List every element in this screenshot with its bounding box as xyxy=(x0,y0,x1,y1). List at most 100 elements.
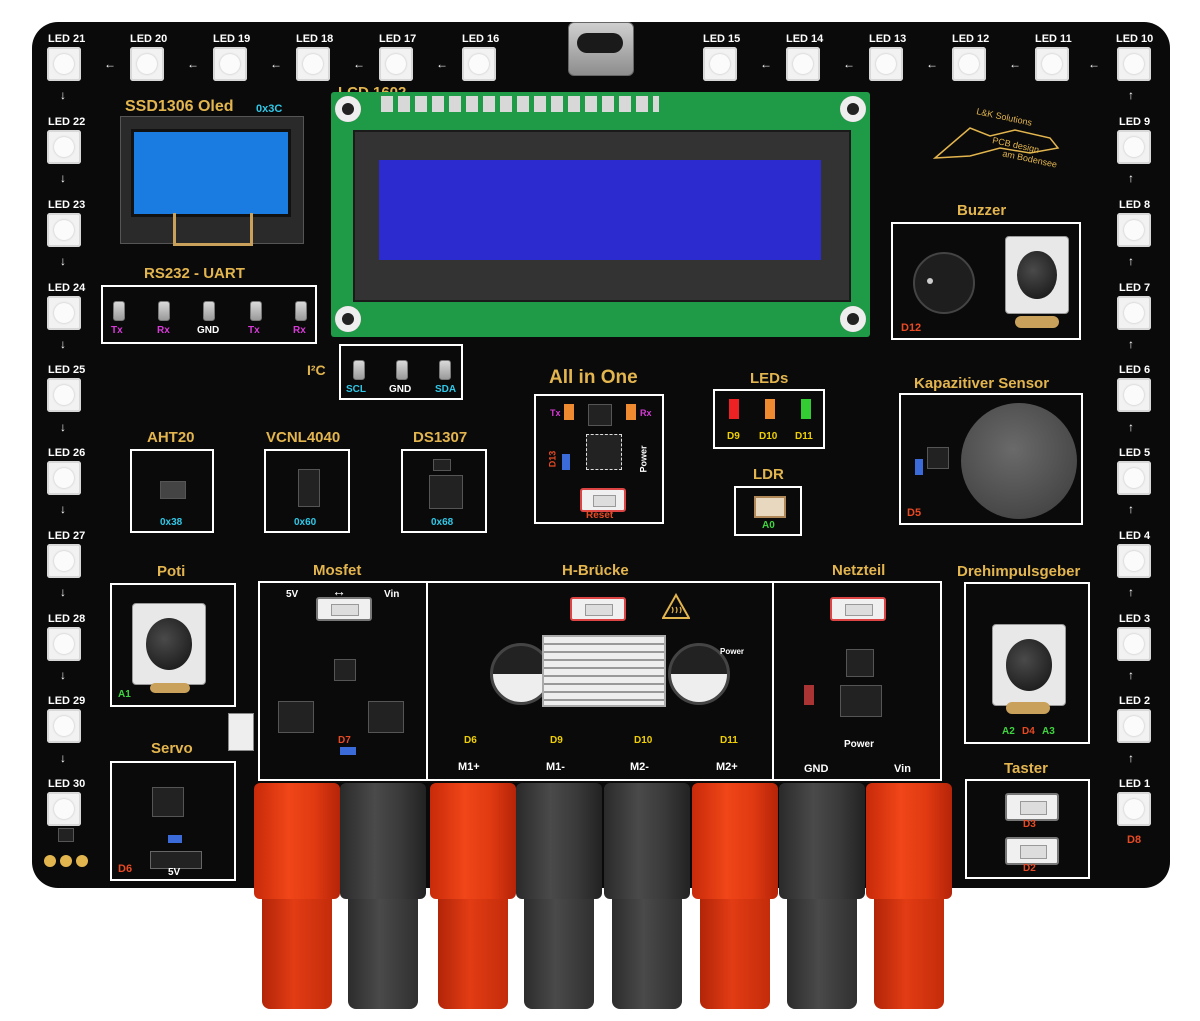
mcu-chip xyxy=(586,434,622,470)
ic-chip xyxy=(152,787,184,817)
led-label: LED 1 xyxy=(1119,778,1151,790)
dreh-title: Drehimpulsgeber xyxy=(957,563,1081,580)
led-label: LED 7 xyxy=(1119,282,1151,294)
arrow-up-icon: ↑ xyxy=(1128,420,1134,434)
led-4 xyxy=(1117,544,1151,578)
taster-pin-label: D3 xyxy=(1023,819,1036,830)
led-30 xyxy=(47,792,81,826)
hbridge-title: H-Brücke xyxy=(562,562,629,579)
led-label: LED 12 xyxy=(952,33,990,45)
led-label: LED 8 xyxy=(1119,199,1151,211)
mosfet-vin-label: Vin xyxy=(384,589,400,600)
allinone-title: All in One xyxy=(549,367,638,388)
servo-section: D6 5V xyxy=(110,761,236,881)
led-9 xyxy=(1117,130,1151,164)
oled-display xyxy=(120,116,304,246)
touch-pad[interactable] xyxy=(961,403,1077,519)
servo-header[interactable] xyxy=(150,851,202,869)
led-label: LED 28 xyxy=(48,613,86,625)
green-led xyxy=(801,399,811,419)
arrow-left-icon: ← xyxy=(843,57,855,71)
mosfet-title: Mosfet xyxy=(313,562,362,579)
allinone-tx-label: Tx xyxy=(550,408,561,418)
ldr-section: A0 xyxy=(734,486,802,536)
led-label: LED 15 xyxy=(703,33,741,45)
mosfet-jumper[interactable] xyxy=(316,597,372,621)
poti-knob[interactable] xyxy=(132,603,206,685)
taster-button-d2[interactable] xyxy=(1005,837,1059,865)
led-label: LED 29 xyxy=(48,695,86,707)
i2c-pin[interactable] xyxy=(353,360,365,380)
i2c-pin[interactable] xyxy=(439,360,451,380)
uart-pin[interactable] xyxy=(113,301,125,321)
led-20 xyxy=(130,47,164,81)
kap-title: Kapazitiver Sensor xyxy=(914,375,1050,392)
hbridge-pin-label: D10 xyxy=(634,735,653,746)
led-pin-label: D9 xyxy=(727,431,740,442)
dreh-pin-label: D4 xyxy=(1022,726,1035,737)
lcd-1602-display xyxy=(331,92,870,337)
capacitor xyxy=(668,643,730,705)
arrow-left-icon: ← xyxy=(270,57,282,71)
led-label: LED 9 xyxy=(1119,116,1151,128)
i2c-pin-label: SCL xyxy=(346,384,366,395)
arrow-left-icon: ← xyxy=(1088,57,1100,71)
aht20-section: 0x38 xyxy=(130,449,214,533)
led-label: LED 4 xyxy=(1119,530,1151,542)
usb-c-connector xyxy=(568,22,634,76)
led-5 xyxy=(1117,461,1151,495)
led-pin-label: D11 xyxy=(795,431,813,442)
uart-pin[interactable] xyxy=(203,301,215,321)
ic-chip xyxy=(588,404,612,426)
led-label: LED 13 xyxy=(869,33,907,45)
uart-pin[interactable] xyxy=(295,301,307,321)
uart-pin[interactable] xyxy=(158,301,170,321)
led-label: LED 10 xyxy=(1116,33,1154,45)
ldr-sensor xyxy=(754,496,786,518)
arrow-down-icon: ↓ xyxy=(60,171,66,185)
dreh-section: A2 D4 A3 xyxy=(964,582,1090,744)
led-label: LED 11 xyxy=(1035,33,1072,45)
buzzer-section: D12 xyxy=(891,222,1081,340)
led-label: LED 25 xyxy=(48,364,86,376)
led-label: LED 14 xyxy=(786,33,824,45)
uart-pin-label: Rx xyxy=(157,325,170,336)
hbridge-out-label: M1- xyxy=(546,761,565,773)
reset-button[interactable] xyxy=(580,488,626,512)
i2c-pin[interactable] xyxy=(396,360,408,380)
led-2 xyxy=(1117,709,1151,743)
kap-led xyxy=(915,459,923,475)
netzteil-jumper[interactable] xyxy=(830,597,886,621)
arrow-left-icon: ← xyxy=(104,57,116,71)
hbridge-jumper[interactable] xyxy=(570,597,626,621)
led-23 xyxy=(47,213,81,247)
arrow-up-icon: ↑ xyxy=(1128,751,1134,765)
poti-pin-label: A1 xyxy=(118,689,131,700)
i2c-pin-label: GND xyxy=(389,384,412,395)
uart-pin-label: Tx xyxy=(111,325,123,336)
kap-section: D5 xyxy=(899,393,1083,525)
uart-header: Tx Rx GND Tx Rx xyxy=(101,285,317,344)
pot-pins xyxy=(1015,316,1059,328)
allinone-d13-label: D13 xyxy=(547,450,558,468)
netzteil-title: Netzteil xyxy=(832,562,886,579)
poti-section: A1 xyxy=(110,583,236,707)
hbridge-pin-label: D6 xyxy=(464,735,477,746)
ds1307-title: DS1307 xyxy=(413,429,468,446)
led-label: LED 17 xyxy=(379,33,417,45)
led-6 xyxy=(1117,378,1151,412)
uart-pin[interactable] xyxy=(250,301,262,321)
taster-button-d3[interactable] xyxy=(1005,793,1059,821)
aht20-title: AHT20 xyxy=(147,429,195,446)
vcnl-section: 0x60 xyxy=(264,449,350,533)
led-label: LED 18 xyxy=(296,33,334,45)
led-label: LED 2 xyxy=(1119,695,1151,707)
led-pin-label: D10 xyxy=(759,431,778,442)
buzzer-pot[interactable] xyxy=(1005,236,1069,314)
servo-title: Servo xyxy=(151,740,193,757)
hbridge-out-label: M1+ xyxy=(458,761,480,773)
rotary-encoder[interactable] xyxy=(992,624,1066,706)
led1-pin-label: D8 xyxy=(1127,834,1142,846)
reset-label: Reset xyxy=(586,510,614,521)
arrow-up-icon: ↑ xyxy=(1128,88,1134,102)
